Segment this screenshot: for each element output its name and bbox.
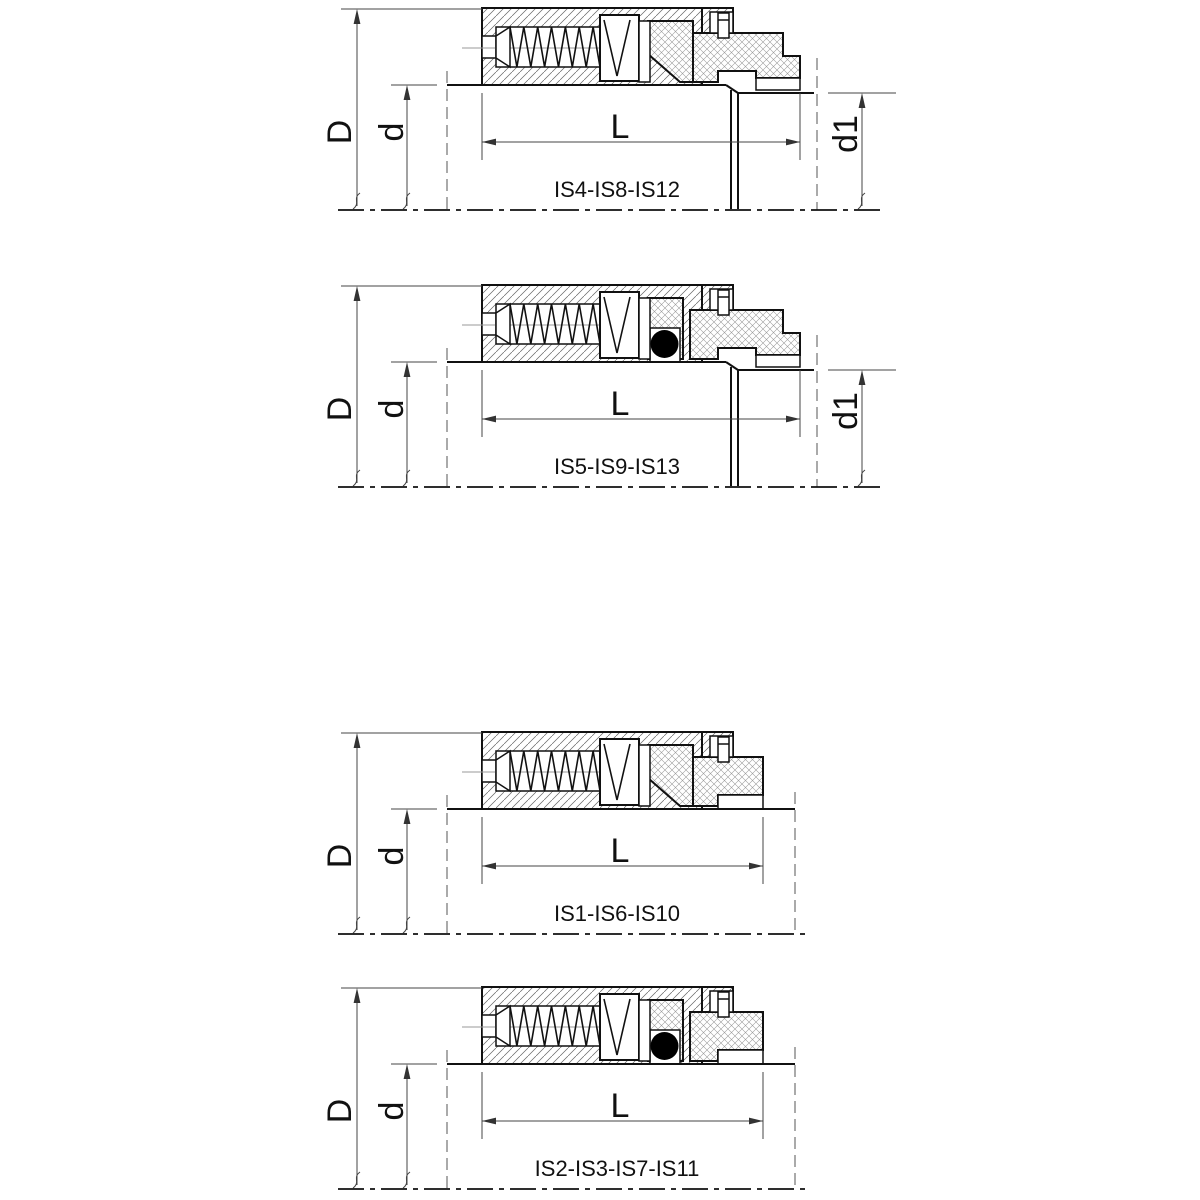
dim-label-L: L bbox=[611, 385, 630, 423]
spring-retainer-cone bbox=[495, 302, 511, 346]
spring-pocket bbox=[481, 312, 497, 336]
dim-label-L: L bbox=[611, 832, 630, 870]
break-mark bbox=[352, 192, 361, 210]
dimension-arrow bbox=[786, 138, 800, 146]
break-mark bbox=[352, 1171, 361, 1189]
dimension-arrow bbox=[353, 286, 361, 301]
stationary-seat bbox=[689, 32, 801, 83]
ring-holder bbox=[638, 999, 651, 1062]
dimension-arrow bbox=[353, 988, 361, 1003]
break-mark bbox=[352, 916, 361, 934]
dim-label-d: d bbox=[373, 1102, 411, 1121]
shaft-chamfer bbox=[725, 84, 739, 94]
seal-section-is1-is6-is10 bbox=[338, 731, 808, 935]
break-mark bbox=[352, 469, 361, 487]
shaft-chamfer bbox=[725, 361, 739, 371]
ring-holder bbox=[638, 297, 651, 360]
dimension-arrow bbox=[353, 733, 361, 748]
dim-label-D: D bbox=[321, 120, 359, 145]
spring-pocket bbox=[481, 759, 497, 783]
drive-pin bbox=[717, 736, 730, 763]
o-ring bbox=[650, 330, 679, 358]
coil-spring-end bbox=[603, 296, 631, 354]
dim-label-d: d bbox=[373, 123, 411, 142]
break-mark bbox=[402, 916, 411, 934]
seat-retainer-ring bbox=[755, 354, 801, 368]
ring-holder bbox=[638, 20, 651, 83]
dimension-arrow bbox=[858, 93, 866, 108]
spring-follower bbox=[599, 14, 640, 82]
break-mark bbox=[857, 469, 866, 487]
dim-label-d: d bbox=[373, 847, 411, 866]
dimension-arrow bbox=[482, 138, 496, 146]
seal-section-is4-is8-is12 bbox=[338, 7, 896, 211]
break-mark bbox=[402, 469, 411, 487]
seal-section-is2-is3-is7-is11 bbox=[338, 986, 808, 1190]
coil-spring bbox=[509, 303, 601, 345]
dimension-arrow bbox=[482, 1117, 496, 1125]
dimension-arrow bbox=[353, 9, 361, 24]
seat-retainer-ring bbox=[755, 77, 801, 91]
coil-spring bbox=[509, 750, 601, 792]
drive-pin bbox=[717, 991, 730, 1018]
stationary-seat bbox=[689, 309, 801, 360]
spring-retainer-cone bbox=[495, 749, 511, 793]
coil-spring-end bbox=[603, 19, 631, 77]
break-mark bbox=[857, 192, 866, 210]
coil-spring bbox=[509, 26, 601, 68]
caption-is5-is9-is13: IS5-IS9-IS13 bbox=[554, 454, 680, 479]
break-mark bbox=[402, 192, 411, 210]
spring-retainer-cone bbox=[495, 1004, 511, 1048]
dimension-arrow bbox=[858, 370, 866, 385]
spring-follower bbox=[599, 738, 640, 806]
dimension-arrow bbox=[403, 85, 411, 100]
dimension-arrow bbox=[749, 862, 763, 870]
caption-is4-is8-is12: IS4-IS8-IS12 bbox=[554, 177, 680, 202]
drive-pin bbox=[717, 12, 730, 39]
dimension-arrow bbox=[403, 1064, 411, 1079]
o-ring bbox=[650, 1032, 679, 1060]
dim-label-D: D bbox=[321, 1099, 359, 1124]
dimension-arrow bbox=[482, 862, 496, 870]
dim-label-L: L bbox=[611, 1087, 630, 1125]
coil-spring-end bbox=[603, 998, 631, 1056]
caption-is1-is6-is10: IS1-IS6-IS10 bbox=[554, 901, 680, 926]
dim-label-d1: d1 bbox=[827, 392, 865, 430]
dim-label-L: L bbox=[611, 108, 630, 146]
dimension-arrow bbox=[749, 1117, 763, 1125]
dimension-arrow bbox=[403, 809, 411, 824]
coil-spring-end bbox=[603, 743, 631, 801]
coil-spring bbox=[509, 1005, 601, 1047]
dim-label-d1: d1 bbox=[827, 115, 865, 153]
spring-follower bbox=[599, 993, 640, 1061]
break-mark bbox=[402, 1171, 411, 1189]
seal-section-is5-is9-is13 bbox=[338, 284, 896, 488]
spring-pocket bbox=[481, 1014, 497, 1038]
seat-retainer-ring bbox=[717, 1049, 764, 1065]
dimension-arrow bbox=[403, 362, 411, 377]
dimension-arrow bbox=[786, 415, 800, 423]
dim-label-D: D bbox=[321, 397, 359, 422]
spring-pocket bbox=[481, 35, 497, 59]
dim-label-D: D bbox=[321, 844, 359, 869]
drive-pin bbox=[717, 289, 730, 316]
dimension-arrow bbox=[482, 415, 496, 423]
seat-retainer-ring bbox=[717, 794, 764, 810]
ring-holder bbox=[638, 744, 651, 807]
caption-is2-is3-is7-is11: IS2-IS3-IS7-IS11 bbox=[535, 1156, 700, 1181]
spring-retainer-cone bbox=[495, 25, 511, 69]
dim-label-d: d bbox=[373, 400, 411, 419]
spring-follower bbox=[599, 291, 640, 359]
